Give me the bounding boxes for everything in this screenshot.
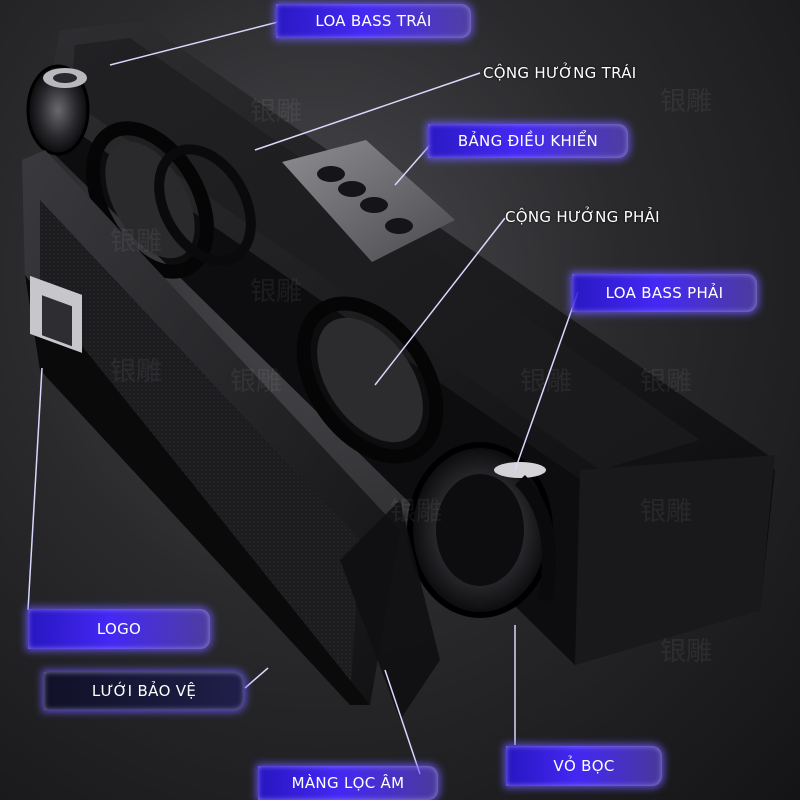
control-panel — [282, 140, 455, 262]
svg-text:银雕: 银雕 — [230, 367, 282, 397]
right-resonance-port — [296, 296, 444, 464]
pointer-lines — [27, 21, 579, 775]
protective-grille — [22, 150, 400, 705]
svg-text:银雕: 银雕 — [110, 227, 162, 257]
label-left-bass: LOA BASS TRÁI — [276, 4, 471, 38]
control-buttons — [317, 166, 413, 234]
watermark: 银雕 银雕 银雕 银雕 银雕 银雕 银雕 银雕 银雕 银雕 银雕 — [110, 87, 712, 667]
svg-text:银雕: 银雕 — [520, 367, 572, 397]
svg-text:银雕: 银雕 — [660, 637, 712, 667]
label-right-bass: LOA BASS PHẢI — [572, 274, 757, 312]
logo-badge — [30, 275, 82, 353]
label-control-panel: BẢNG ĐIỀU KHIỂN — [428, 124, 628, 158]
left-bass-driver — [26, 64, 90, 156]
svg-text:银雕: 银雕 — [250, 277, 302, 307]
label-protective-grille: LƯỚI BẢO VỆ — [44, 672, 244, 710]
svg-text:银雕: 银雕 — [250, 97, 302, 127]
label-left-resonance: CỘNG HƯỞNG TRÁI — [483, 64, 637, 82]
svg-text:银雕: 银雕 — [660, 87, 712, 117]
svg-text:银雕: 银雕 — [640, 367, 692, 397]
right-bass-driver — [407, 442, 557, 618]
label-right-resonance: CỘNG HƯỞNG PHẢI — [505, 208, 660, 226]
svg-text:银雕: 银雕 — [390, 497, 442, 527]
svg-text:银雕: 银雕 — [110, 357, 162, 387]
svg-text:银雕: 银雕 — [640, 497, 692, 527]
label-logo: LOGO — [28, 609, 210, 649]
sound-filter-membrane — [340, 500, 440, 720]
label-casing: VỎ BỌC — [506, 746, 662, 786]
label-sound-filter: MÀNG LỌC ÂM — [258, 766, 438, 800]
